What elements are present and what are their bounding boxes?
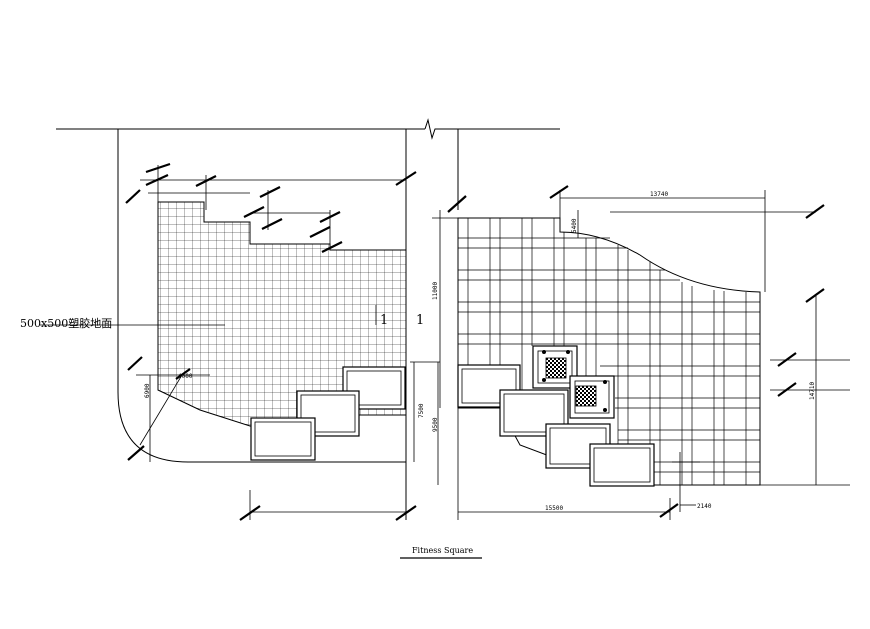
dim-2140: 2140 [697,503,712,510]
dim-4000: 4000 [178,373,193,380]
dimension-lines [40,165,440,520]
dimension-ticks [447,185,825,518]
dim-7500: 7500 [418,403,425,418]
dim-13740: 13740 [650,191,668,198]
step-block [250,417,316,461]
paving-grid [458,218,760,485]
dimension-ticks [125,162,417,521]
right-plan [432,185,850,520]
dim-15500: 15500 [545,505,563,512]
dim-6900: 6900 [144,383,151,398]
dim-5400: 5400 [571,218,578,233]
section-mark-right: 1 [416,313,424,328]
dim-14710: 14710 [809,382,816,400]
drawing-caption: Fitness Square [412,546,473,555]
left-plan [40,162,440,521]
dim-11000: 11000 [432,282,439,300]
step-block [296,390,360,437]
step-block [589,443,655,487]
dim-9500: 9500 [432,417,439,432]
section-mark-left: 1 [380,313,388,328]
material-label: 500x500塑胶地面 [20,316,112,330]
step-block [342,366,406,410]
central-feature [532,345,615,419]
